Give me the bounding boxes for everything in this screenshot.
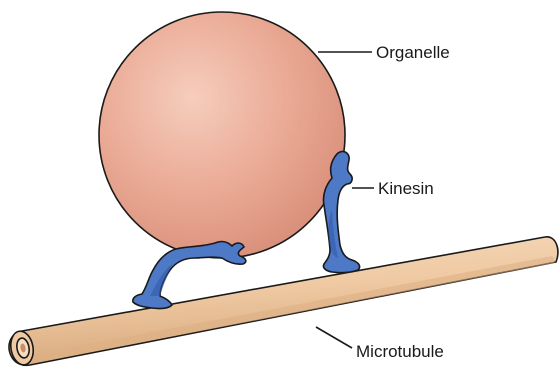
kinesin-label: Kinesin — [378, 179, 434, 198]
microtubule — [8, 237, 558, 367]
organelle-label: Organelle — [376, 43, 450, 62]
organelle-sphere — [99, 12, 345, 258]
microtubule-label: Microtubule — [356, 342, 444, 361]
microtubule-leader — [316, 327, 352, 348]
organelle — [99, 12, 345, 258]
microtubule-shade — [26, 256, 555, 364]
